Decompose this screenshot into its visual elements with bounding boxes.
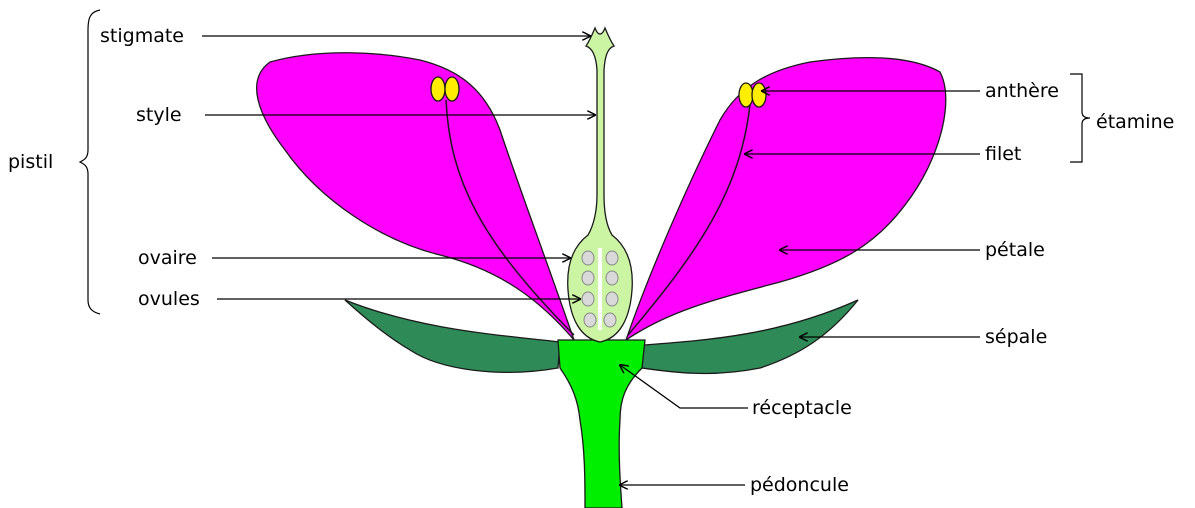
label-sepale: sépale: [985, 326, 1047, 348]
ovule: [582, 271, 594, 285]
ovule: [606, 251, 618, 265]
label-etamine: étamine: [1096, 111, 1174, 133]
label-receptacle: réceptacle: [752, 397, 852, 419]
petal-right: [626, 58, 946, 340]
ovule: [584, 313, 596, 327]
label-pistil: pistil: [8, 151, 53, 173]
ovule: [582, 292, 594, 306]
label-petale: pétale: [985, 239, 1045, 261]
receptacle: [558, 340, 645, 508]
label-ovules: ovules: [138, 288, 200, 310]
bracket-pistil: [80, 10, 100, 314]
ovule: [604, 313, 616, 327]
label-ovaire: ovaire: [138, 247, 197, 269]
label-anthere: anthère: [985, 80, 1059, 102]
label-style: style: [136, 104, 182, 126]
label-stigmate: stigmate: [100, 25, 184, 47]
petal-left: [257, 53, 574, 340]
label-pedoncule: pédoncule: [750, 474, 849, 496]
bracket-etamine: [1070, 74, 1090, 162]
label-filet: filet: [985, 143, 1021, 165]
ovule: [582, 251, 594, 265]
sepal-left: [345, 300, 560, 372]
ovule: [606, 292, 618, 306]
ovule: [606, 271, 618, 285]
